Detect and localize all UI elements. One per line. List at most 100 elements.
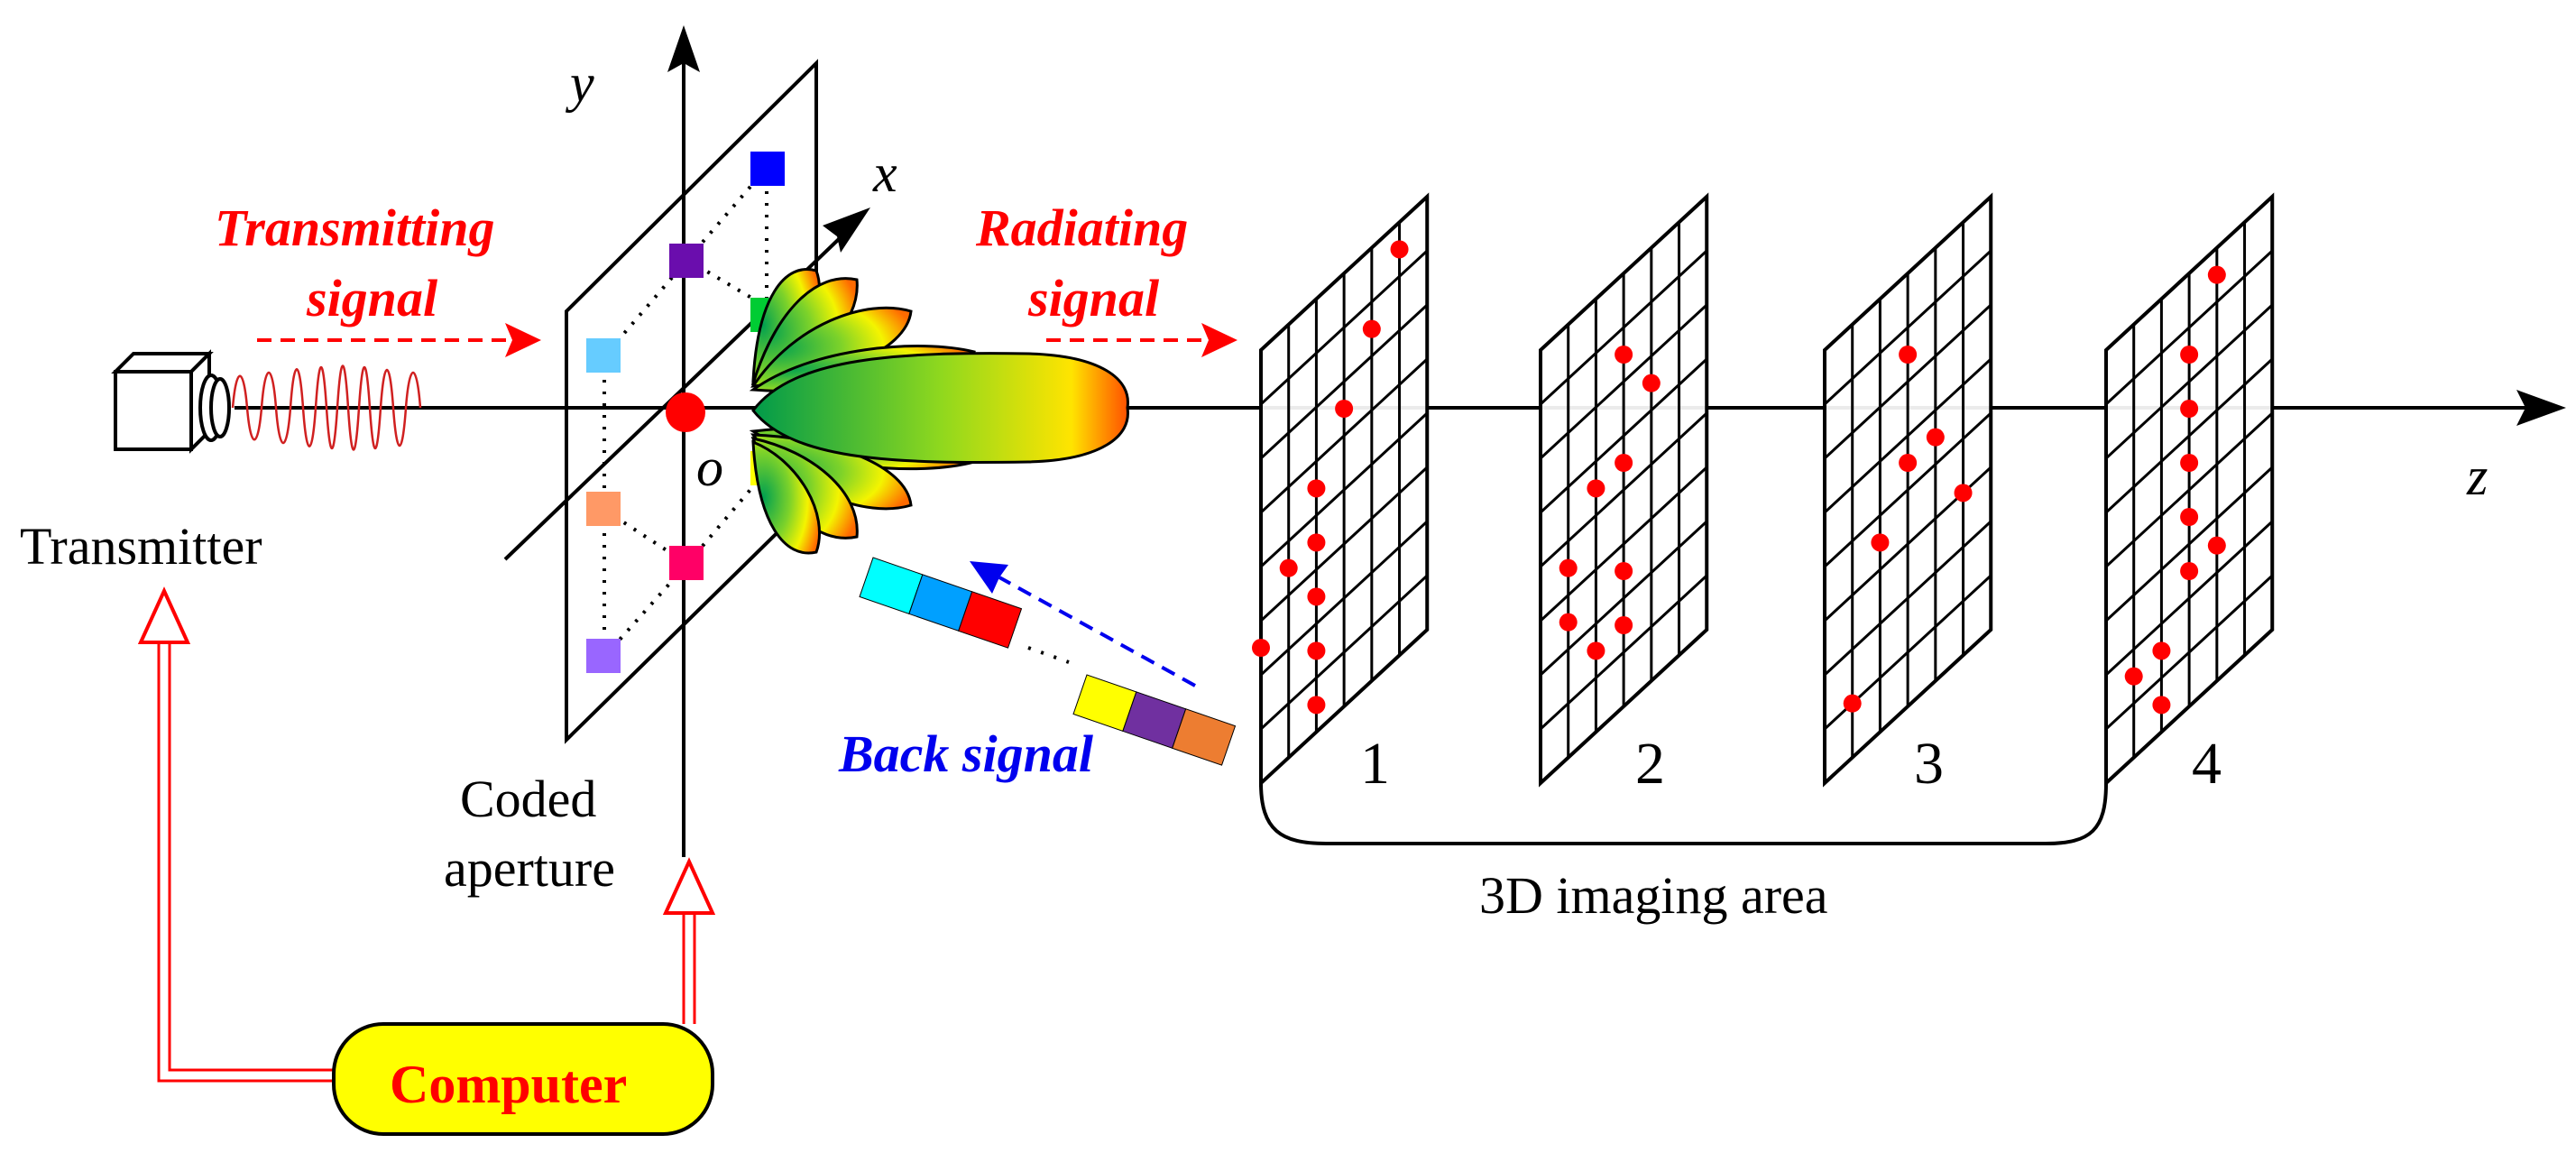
grid-line xyxy=(1539,466,1708,623)
back-signal-arrowhead xyxy=(970,561,1008,594)
target-point xyxy=(1615,616,1633,634)
back-signal-strip-upper xyxy=(859,557,1023,649)
target-point xyxy=(1279,558,1298,577)
grid-line xyxy=(1259,466,1429,623)
target-point xyxy=(1307,641,1326,660)
grid-line xyxy=(1259,357,1429,514)
grid-line xyxy=(1823,249,1992,406)
target-point xyxy=(1899,454,1918,472)
target-point xyxy=(2152,641,2171,660)
target-point xyxy=(1307,696,1326,715)
coded-cell xyxy=(586,338,621,373)
grid-line xyxy=(2104,574,2274,731)
coded-cell xyxy=(586,639,621,673)
target-point xyxy=(2207,265,2226,284)
imaging-plane-4 xyxy=(2104,192,2275,788)
grid-line xyxy=(1823,411,1992,568)
target-point xyxy=(1615,454,1633,472)
coded-cell xyxy=(669,244,704,278)
z-axis-label: z xyxy=(2466,447,2488,506)
origin-point xyxy=(666,392,705,432)
imaging-area-label: 3D imaging area xyxy=(1479,866,1828,925)
target-point xyxy=(1954,484,1973,503)
imaging-plane-3 xyxy=(1823,192,1993,788)
grid-line xyxy=(2104,303,2274,460)
imaging-area-bracket xyxy=(1259,782,2108,845)
target-point xyxy=(1307,479,1326,498)
grid-line xyxy=(1823,303,1992,460)
grid-line xyxy=(1259,303,1429,460)
radiation-pattern xyxy=(749,268,1129,555)
target-point xyxy=(2180,562,2199,580)
transmitter-icon xyxy=(111,349,231,454)
target-point xyxy=(2124,667,2143,686)
target-point xyxy=(1615,562,1633,580)
grid-line xyxy=(1539,574,1708,731)
grid-line xyxy=(2104,411,2274,568)
plane-label-4: 4 xyxy=(2192,731,2222,797)
computer-cable-right xyxy=(682,913,696,1024)
plane-label-1: 1 xyxy=(1360,731,1390,797)
grid-line xyxy=(2104,357,2274,514)
target-point xyxy=(1871,533,1890,552)
grid-line xyxy=(2104,466,2274,623)
transmitting-signal-label-line2: signal xyxy=(306,269,438,327)
target-point xyxy=(1307,587,1326,606)
imaging-plane-2 xyxy=(1539,192,1709,788)
grid-line xyxy=(1539,303,1708,460)
target-point xyxy=(1307,533,1326,552)
origin-label: o xyxy=(696,438,723,497)
coded-aperture-label-line2: aperture xyxy=(444,839,615,898)
radiating-signal-label-line2: signal xyxy=(1027,269,1160,327)
grid-line xyxy=(1259,574,1429,731)
grid-line xyxy=(1259,411,1429,568)
cable-arrowhead-aperture xyxy=(662,857,716,915)
grid-line xyxy=(1539,520,1708,677)
target-point xyxy=(2180,400,2199,418)
target-point xyxy=(1615,346,1633,364)
plane-label-3: 3 xyxy=(1914,731,1944,797)
z-axis-arrowhead xyxy=(2516,390,2566,426)
x-axis-arrowhead xyxy=(823,208,870,253)
x-axis-label: x xyxy=(872,143,897,203)
imaging-planes xyxy=(1252,192,2275,788)
target-point xyxy=(1899,346,1918,364)
grid-line xyxy=(1539,357,1708,514)
coded-cell xyxy=(750,152,785,186)
y-axis-arrowhead xyxy=(667,25,700,72)
computer-box xyxy=(332,1022,714,1136)
grid-line xyxy=(1823,520,1992,677)
grid-line xyxy=(2104,249,2274,406)
grid-line xyxy=(2104,520,2274,677)
cable-arrowhead-transmitter xyxy=(137,586,191,644)
transmitted-wave xyxy=(231,364,422,451)
target-point xyxy=(2180,508,2199,526)
target-point xyxy=(1559,558,1578,577)
coded-aperture-label-line1: Coded xyxy=(460,770,596,828)
target-point xyxy=(1362,319,1381,338)
radiating-signal-label-line1: Radiating xyxy=(975,198,1188,257)
target-point xyxy=(1390,240,1409,259)
target-point xyxy=(2180,346,2199,364)
grid-line xyxy=(1259,520,1429,677)
grid-line xyxy=(1539,411,1708,568)
target-point xyxy=(1587,641,1605,660)
radiating-arrowhead xyxy=(1201,323,1237,357)
transmitter-label: Transmitter xyxy=(20,517,262,576)
imaging-plane-1 xyxy=(1252,192,1430,788)
main-beam-lobe xyxy=(751,352,1129,464)
transmitting-signal-label-line1: Transmitting xyxy=(215,198,495,257)
target-point xyxy=(1926,428,1945,447)
target-point xyxy=(2152,696,2171,715)
computer-label: Computer xyxy=(390,1055,627,1114)
beam-lobe xyxy=(751,439,821,555)
grid-line xyxy=(1259,249,1429,406)
back-signal-dots xyxy=(1027,646,1070,664)
computer-cable-left xyxy=(157,642,341,1083)
back-signal-arrow xyxy=(998,576,1196,687)
coded-cell xyxy=(586,492,621,526)
back-signal-strip-lower xyxy=(1072,674,1237,766)
target-point xyxy=(1587,479,1605,498)
